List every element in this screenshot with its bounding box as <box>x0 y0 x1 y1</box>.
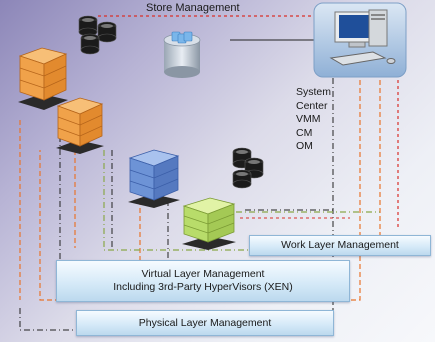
system-center-line: Center <box>296 99 328 112</box>
physical-layer-banner: Physical Layer Management <box>76 310 334 336</box>
system-center-line: CM <box>296 126 313 139</box>
store-management-label: Store Management <box>146 2 240 14</box>
virtual-layer-subtitle: Including 3rd-Party HyperVisors (XEN) <box>113 281 293 293</box>
server-stack-icon <box>182 197 236 250</box>
storage-cylinder-icon <box>163 31 201 78</box>
system-center-line: OM <box>296 140 313 152</box>
system-center-line: VMM <box>296 113 321 125</box>
desktop-computer-icon[interactable] <box>313 2 407 78</box>
virtual-layer-title: Virtual Layer Management <box>141 268 265 280</box>
system-center-line: System <box>296 86 332 98</box>
work-layer-banner: Work Layer Management <box>249 235 431 256</box>
database-stack-icon <box>78 15 117 55</box>
work-green-line <box>103 150 252 251</box>
virtual-layer-banner: Virtual Layer Management Including 3rd-P… <box>56 260 350 302</box>
system-center-label: System Center VMM CM OM <box>296 86 331 154</box>
server-stack-icon <box>128 149 180 208</box>
database-stack-icon <box>232 147 264 189</box>
server-stack-icon <box>56 97 104 154</box>
server-stack-icon <box>18 47 68 110</box>
